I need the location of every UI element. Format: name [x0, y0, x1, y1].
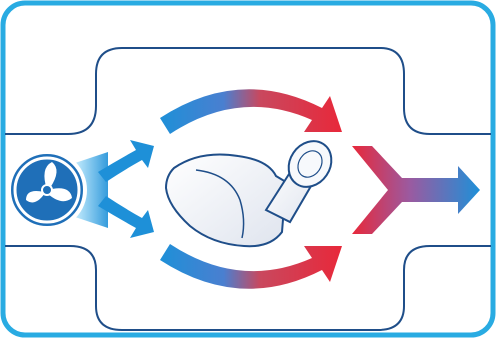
fan-icon: [9, 152, 85, 228]
